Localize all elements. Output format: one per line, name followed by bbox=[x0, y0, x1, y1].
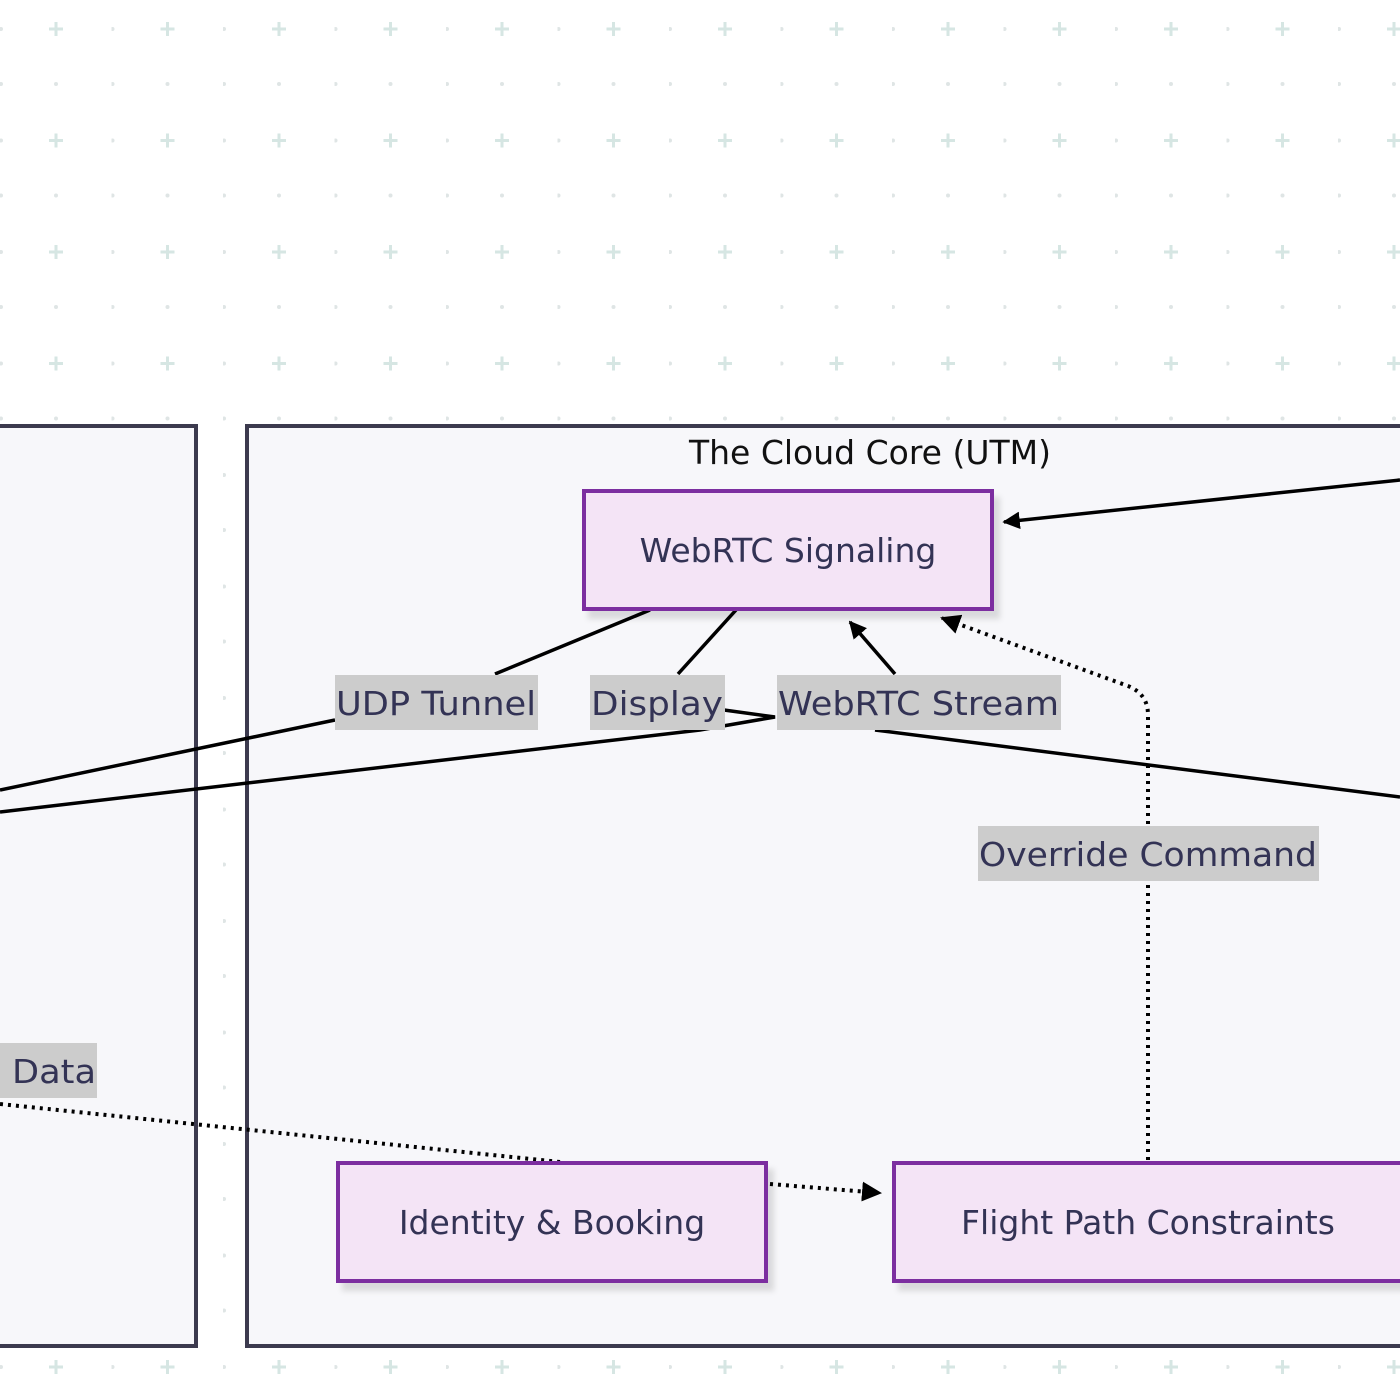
node-webrtc-signaling[interactable]: WebRTC Signaling bbox=[582, 489, 994, 611]
node-flight-path-constraints-label: Flight Path Constraints bbox=[961, 1203, 1335, 1242]
node-identity-booking-box[interactable] bbox=[336, 1161, 768, 1283]
edge-label-webrtc-stream: WebRTC Stream bbox=[778, 684, 1059, 723]
node-webrtc-signaling-label: WebRTC Signaling bbox=[640, 531, 937, 570]
edge-webrtc-stream-right bbox=[874, 728, 1400, 799]
node-flight-path-constraints[interactable]: Flight Path Constraints bbox=[892, 1161, 1400, 1283]
edge-right-to-signaling bbox=[1002, 478, 1400, 530]
edge-data bbox=[0, 1102, 561, 1164]
edge-label-bg-udp bbox=[335, 675, 538, 730]
node-webrtc-signaling-box[interactable] bbox=[582, 489, 994, 611]
edge-label-udp-tunnel: UDP Tunnel bbox=[336, 684, 536, 723]
edge-label-bg-override bbox=[978, 826, 1319, 881]
node-flight-path-constraints-box[interactable] bbox=[892, 1161, 1400, 1283]
nodes: WebRTC Signaling Identity & Booking Flig… bbox=[336, 489, 1400, 1283]
edge-label-data: Data bbox=[12, 1052, 96, 1091]
edge-label-bg-webrtc-stream bbox=[777, 675, 1061, 730]
node-identity-booking-label: Identity & Booking bbox=[399, 1203, 705, 1242]
edge-label-bg-display bbox=[590, 675, 725, 730]
edge-override-command bbox=[940, 614, 1150, 1160]
edge-label-override-command: Override Command bbox=[979, 835, 1317, 874]
left-cluster-box bbox=[0, 424, 198, 1348]
edge-identity-to-flightpath bbox=[769, 1181, 882, 1202]
edge-webrtc-stream-arrow bbox=[848, 620, 897, 676]
edge-label-bg-data bbox=[0, 1043, 97, 1098]
edge-label-display: Display bbox=[591, 684, 723, 723]
edge-labels: UDP Tunnel Display WebRTC Stream Overrid… bbox=[0, 675, 1319, 1098]
cloud-core-cluster-title: The Cloud Core (UTM) bbox=[688, 433, 1051, 472]
edges bbox=[0, 478, 1400, 1202]
node-identity-booking[interactable]: Identity & Booking bbox=[336, 1161, 768, 1283]
edge-udp-tunnel bbox=[0, 608, 651, 792]
edge-display bbox=[0, 608, 776, 814]
